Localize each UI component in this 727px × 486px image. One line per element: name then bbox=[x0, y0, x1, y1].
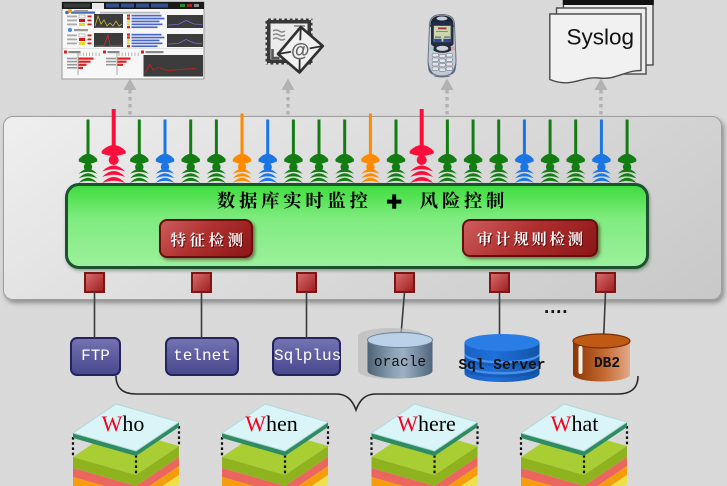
svg-text:Syslog: Syslog bbox=[567, 25, 635, 50]
svg-text:@: @ bbox=[291, 41, 310, 62]
svg-text:Who: Who bbox=[102, 411, 145, 436]
svg-text:....: .... bbox=[544, 297, 568, 318]
svg-text:Where: Where bbox=[397, 411, 456, 436]
svg-text:oracle: oracle bbox=[374, 355, 426, 371]
svg-text:DB2: DB2 bbox=[594, 356, 620, 372]
svg-text:Sql Server: Sql Server bbox=[458, 358, 545, 374]
svg-text:What: What bbox=[551, 411, 599, 436]
svg-text:When: When bbox=[245, 411, 298, 436]
